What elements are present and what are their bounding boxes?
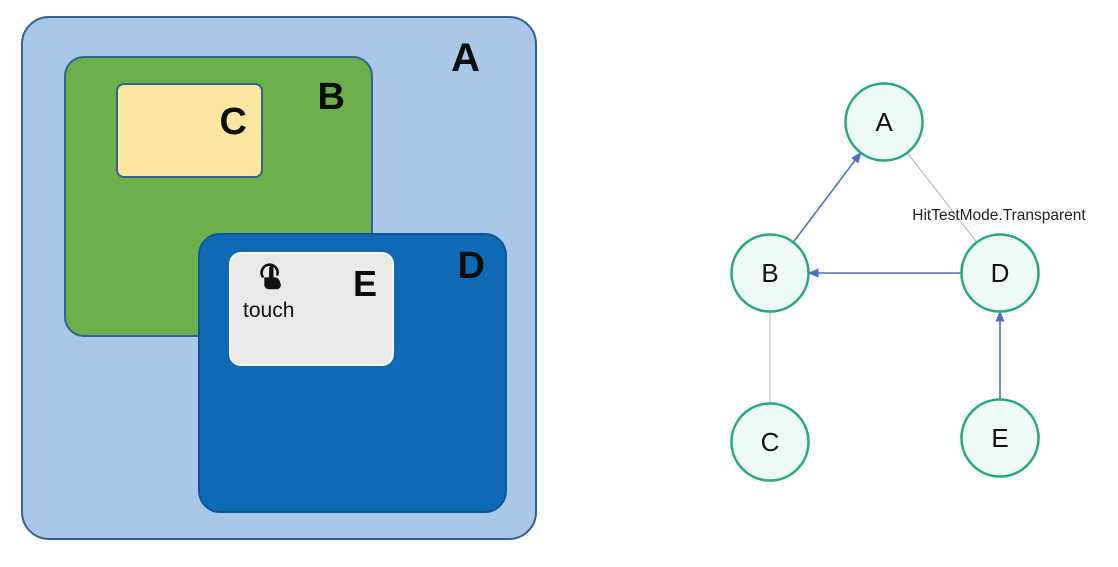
box-b-label: B bbox=[317, 76, 345, 118]
node-c-circle bbox=[730, 402, 810, 482]
hit-test-tree-graph: HitTestMode.Transparent A B D C E bbox=[730, 82, 1086, 482]
edge-a-d-transparent-line bbox=[906, 152, 978, 243]
box-d-label: D bbox=[457, 245, 485, 287]
graph-node-d: D bbox=[960, 233, 1040, 313]
graph-node-b: B bbox=[730, 233, 810, 313]
node-b-label: B bbox=[761, 258, 778, 288]
box-e-label: E bbox=[352, 263, 377, 304]
hit-test-mode-label: HitTestMode.Transparent bbox=[912, 207, 1086, 224]
node-a-circle bbox=[844, 82, 924, 162]
node-a-label: A bbox=[875, 107, 893, 137]
graph-node-a: A bbox=[844, 82, 924, 162]
graph-node-e: E bbox=[960, 398, 1040, 478]
tap-gesture-icon bbox=[260, 263, 281, 290]
container-box-e: E touch bbox=[229, 252, 394, 366]
node-d-label: D bbox=[991, 258, 1010, 288]
box-a-label: A bbox=[451, 36, 480, 80]
touch-label: touch bbox=[243, 299, 295, 322]
node-c-label: C bbox=[761, 427, 780, 457]
container-box-a: A B C D E touch bbox=[21, 16, 537, 540]
container-box-d: D E touch bbox=[198, 233, 507, 513]
node-b-circle bbox=[730, 233, 810, 313]
node-e-label: E bbox=[991, 423, 1008, 453]
node-d-circle bbox=[960, 233, 1040, 313]
edge-b-to-a-arrow bbox=[792, 151, 862, 243]
container-box-c: C bbox=[116, 83, 263, 178]
tap-arc bbox=[260, 263, 279, 278]
graph-node-c: C bbox=[730, 402, 810, 482]
node-e-circle bbox=[960, 398, 1040, 478]
tap-hand bbox=[264, 266, 281, 290]
box-c-label: C bbox=[219, 101, 247, 143]
